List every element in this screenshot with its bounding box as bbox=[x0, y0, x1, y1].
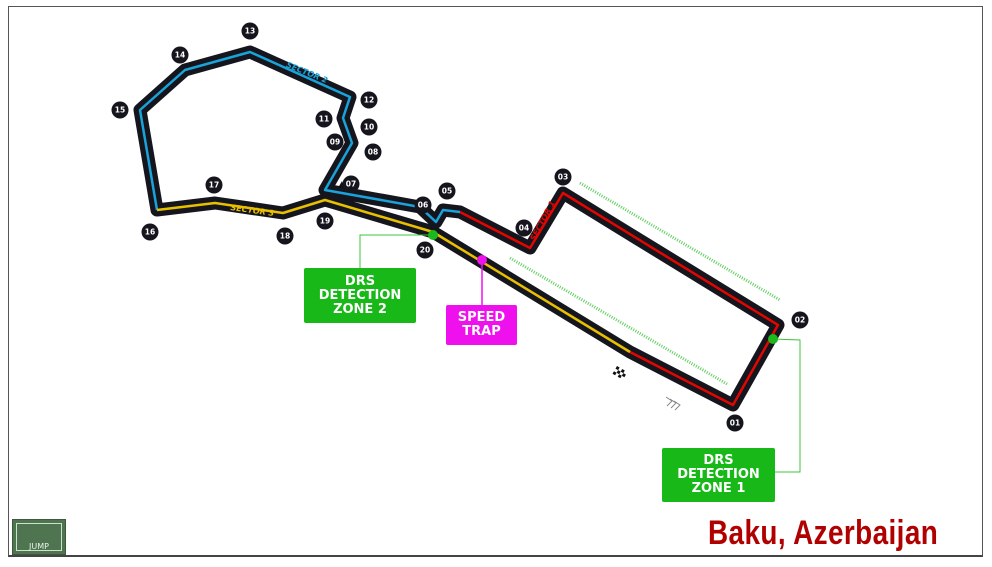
corner-marker-03: 03 bbox=[554, 168, 572, 186]
drs-1-detection-point bbox=[768, 334, 778, 344]
callout-text: TRAP bbox=[462, 324, 501, 339]
drs-zone-line bbox=[579, 181, 781, 302]
corner-marker-11: 11 bbox=[315, 110, 333, 128]
corner-number: 08 bbox=[368, 148, 378, 157]
corner-marker-14: 14 bbox=[171, 46, 189, 64]
road-sign-icon bbox=[16, 523, 62, 551]
circuit-title: Baku, Azerbaijan bbox=[708, 514, 939, 552]
corner-marker-circle bbox=[111, 101, 129, 119]
corner-number: 20 bbox=[420, 246, 430, 255]
drs-2-detection-point bbox=[428, 230, 438, 240]
corner-number: 01 bbox=[730, 419, 740, 428]
corner-marker-01: 01 bbox=[726, 414, 744, 432]
corner-number: 03 bbox=[558, 173, 568, 182]
corner-number: 18 bbox=[280, 232, 290, 241]
corner-number: 15 bbox=[115, 106, 125, 115]
sector-1-line bbox=[459, 191, 780, 407]
corner-marker-09: 09 bbox=[326, 133, 344, 151]
corner-marker-circle bbox=[342, 175, 360, 193]
jump-label: JUMP bbox=[29, 542, 49, 551]
callout-text: DETECTION bbox=[318, 287, 402, 303]
corner-marker-circle bbox=[205, 176, 223, 194]
corner-number: 04 bbox=[519, 224, 529, 233]
corner-number: 07 bbox=[346, 180, 356, 189]
chequered-flag-icon bbox=[612, 366, 626, 379]
corner-marker-circle bbox=[326, 133, 344, 151]
corner-number: 14 bbox=[175, 51, 185, 60]
corner-marker-circle bbox=[438, 182, 456, 200]
callout-text: DRS bbox=[344, 273, 376, 289]
drs-1-connector bbox=[772, 338, 801, 473]
corner-marker-circle bbox=[316, 212, 334, 230]
corner-marker-19: 19 bbox=[316, 212, 334, 230]
corner-marker-circle bbox=[364, 143, 382, 161]
corner-marker-15: 15 bbox=[111, 101, 129, 119]
speed-trap-point bbox=[477, 255, 487, 265]
corner-marker-12: 12 bbox=[360, 91, 378, 109]
jump-button[interactable]: JUMP bbox=[12, 519, 66, 555]
map-frame bbox=[8, 6, 983, 557]
corner-marker-13: 13 bbox=[241, 22, 259, 40]
corner-marker-20: 20 bbox=[416, 241, 434, 259]
drs-2-connector bbox=[359, 234, 433, 268]
corner-number: 09 bbox=[330, 138, 340, 147]
callout-text: SPEED bbox=[457, 310, 506, 325]
corner-marker-circle bbox=[241, 22, 259, 40]
corner-number: 16 bbox=[145, 228, 155, 237]
corner-marker-07: 07 bbox=[342, 175, 360, 193]
corner-marker-circle bbox=[554, 168, 572, 186]
drs-zone-line bbox=[509, 256, 728, 386]
corner-marker-circle bbox=[726, 414, 744, 432]
corner-marker-circle bbox=[414, 196, 432, 214]
corner-marker-02: 02 bbox=[791, 311, 809, 329]
corner-number: 11 bbox=[319, 115, 329, 124]
corner-marker-circle bbox=[791, 311, 809, 329]
corner-number: 02 bbox=[795, 316, 805, 325]
track-outline bbox=[133, 45, 785, 412]
corner-number: 13 bbox=[245, 27, 255, 36]
corner-marker-circle bbox=[171, 46, 189, 64]
corner-marker-circle bbox=[315, 110, 333, 128]
corner-marker-circle bbox=[416, 241, 434, 259]
corner-number: 05 bbox=[442, 187, 452, 196]
corner-number: 10 bbox=[364, 123, 374, 132]
corner-number: 19 bbox=[320, 217, 330, 226]
callout-text: ZONE 2 bbox=[333, 301, 387, 317]
corner-marker-10: 10 bbox=[360, 118, 378, 136]
corner-number: 06 bbox=[418, 201, 428, 210]
corner-number: 17 bbox=[209, 181, 219, 190]
sector-3-line bbox=[156, 198, 631, 354]
corner-marker-04: 04 bbox=[515, 219, 533, 237]
callout-text: DRS bbox=[703, 453, 734, 468]
corner-marker-circle bbox=[360, 91, 378, 109]
corner-marker-17: 17 bbox=[205, 176, 223, 194]
marker-triangle-icon bbox=[338, 181, 344, 188]
corner-marker-08: 08 bbox=[364, 143, 382, 161]
direction-chevrons-icon bbox=[665, 396, 681, 411]
corner-number: 12 bbox=[364, 96, 374, 105]
corner-marker-circle bbox=[141, 223, 159, 241]
corner-marker-circle bbox=[276, 227, 294, 245]
corner-marker-16: 16 bbox=[141, 223, 159, 241]
corner-marker-05: 05 bbox=[438, 182, 456, 200]
corner-marker-circle bbox=[360, 118, 378, 136]
callout-text: DETECTION bbox=[677, 467, 760, 482]
corner-marker-06: 06 bbox=[414, 196, 432, 214]
corner-marker-circle bbox=[515, 219, 533, 237]
sector-2-line bbox=[138, 50, 461, 224]
corner-marker-18: 18 bbox=[276, 227, 294, 245]
callout-text: ZONE 1 bbox=[691, 481, 746, 496]
